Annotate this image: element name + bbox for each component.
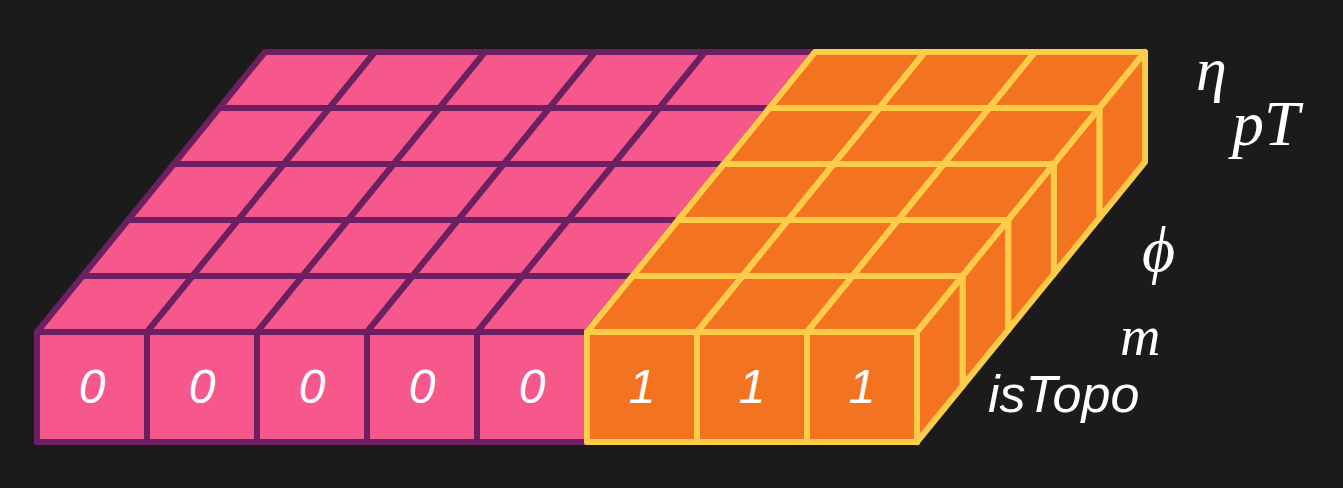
- feature-label: pT: [1232, 92, 1300, 156]
- cube-side-face: [1054, 108, 1100, 274]
- cube-side-face: [1099, 52, 1145, 218]
- bit-value: 0: [519, 363, 546, 411]
- cube-side-face: [1008, 164, 1054, 330]
- feature-label: m: [1120, 308, 1160, 364]
- bit-value: 1: [849, 363, 876, 411]
- cube-front-face: 1: [804, 329, 920, 445]
- feature-label: isTopo: [988, 368, 1139, 420]
- cube-front-face: 0: [474, 329, 590, 445]
- feature-label: ϕ: [1142, 218, 1175, 282]
- cube-front-face: 1: [584, 329, 700, 445]
- cube-side-face: [917, 276, 963, 442]
- bit-value: 1: [739, 363, 766, 411]
- cube-side-face: [963, 220, 1009, 386]
- cube-front-face: 0: [254, 329, 370, 445]
- cube-front-face: 0: [144, 329, 260, 445]
- bit-value: 0: [409, 363, 436, 411]
- bit-value: 0: [79, 363, 106, 411]
- cube-front-face: 0: [364, 329, 480, 445]
- cube-front-face: 1: [694, 329, 810, 445]
- feature-label: η: [1196, 38, 1227, 100]
- cube-front-face: 0: [34, 329, 150, 445]
- bit-value: 1: [629, 363, 656, 411]
- bit-value: 0: [189, 363, 216, 411]
- bit-value: 0: [299, 363, 326, 411]
